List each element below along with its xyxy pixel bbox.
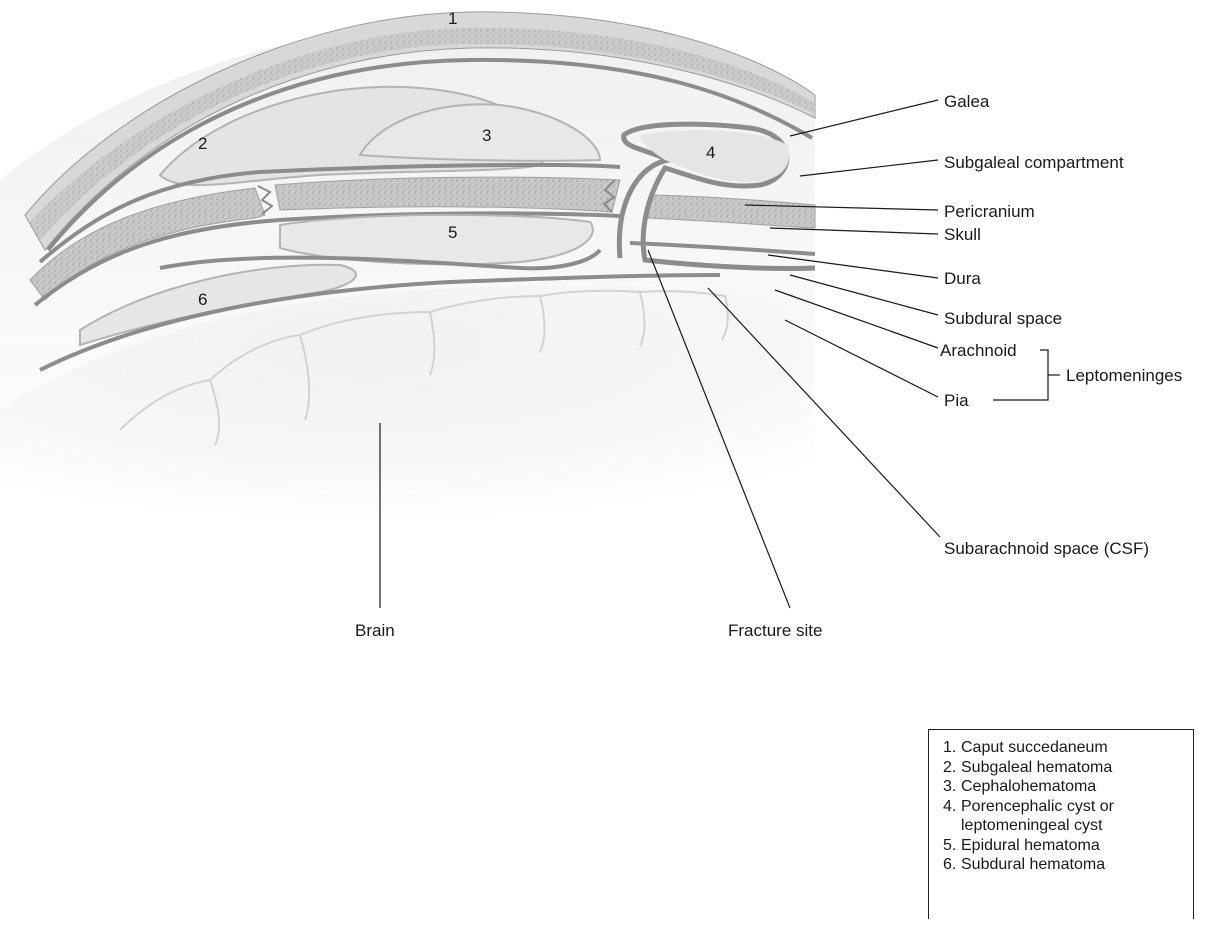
legend-item: 1. Caput succedaneum: [943, 738, 1193, 758]
legend-item-text: Caput succedaneum: [961, 738, 1108, 758]
legend-item-text: Cephalohematoma: [961, 777, 1096, 797]
label-subdural-space: Subdural space: [944, 309, 1062, 328]
region-number-5: 5: [448, 223, 457, 242]
region-number-2: 2: [198, 134, 207, 153]
legend-item: 5. Epidural hematoma: [943, 836, 1193, 856]
label-arachnoid: Arachnoid: [940, 341, 1017, 360]
label-galea: Galea: [944, 92, 990, 111]
region-number-3: 3: [482, 126, 491, 145]
legend-item-number: 5.: [943, 836, 961, 856]
skull-bone-middle: [275, 177, 620, 212]
label-skull: Skull: [944, 225, 981, 244]
legend-item-text: Porencephalic cyst or leptomeningeal cys…: [961, 797, 1161, 836]
legend-item: 2. Subgaleal hematoma: [943, 758, 1193, 778]
legend-list: 1. Caput succedaneum 2. Subgaleal hemato…: [929, 730, 1193, 875]
label-subarachnoid-space: Subarachnoid space (CSF): [944, 539, 1149, 558]
legend-item-number: 2.: [943, 758, 961, 778]
region-number-1: 1: [448, 9, 457, 28]
label-subgaleal-compartment: Subgaleal compartment: [944, 153, 1124, 172]
label-brain: Brain: [355, 621, 395, 640]
legend-item-text: Subdural hematoma: [961, 855, 1105, 875]
legend-item-number: 3.: [943, 777, 961, 797]
label-fracture-site: Fracture site: [728, 621, 822, 640]
label-leptomeninges: Leptomeninges: [1066, 366, 1182, 385]
region-number-6: 6: [198, 290, 207, 309]
region-number-4: 4: [706, 143, 715, 162]
legend-item: 4. Porencephalic cyst or leptomeningeal …: [943, 797, 1193, 836]
legend-item-text: Subgaleal hematoma: [961, 758, 1112, 778]
label-pia: Pia: [944, 391, 969, 410]
legend-item: 3. Cephalohematoma: [943, 777, 1193, 797]
legend-box: 1. Caput succedaneum 2. Subgaleal hemato…: [928, 729, 1194, 919]
legend-item-number: 1.: [943, 738, 961, 758]
legend-item-number: 4.: [943, 797, 961, 836]
label-pericranium: Pericranium: [944, 202, 1035, 221]
legend-item-text: Epidural hematoma: [961, 836, 1100, 856]
legend-item-number: 6.: [943, 855, 961, 875]
legend-item: 6. Subdural hematoma: [943, 855, 1193, 875]
label-dura: Dura: [944, 269, 981, 288]
